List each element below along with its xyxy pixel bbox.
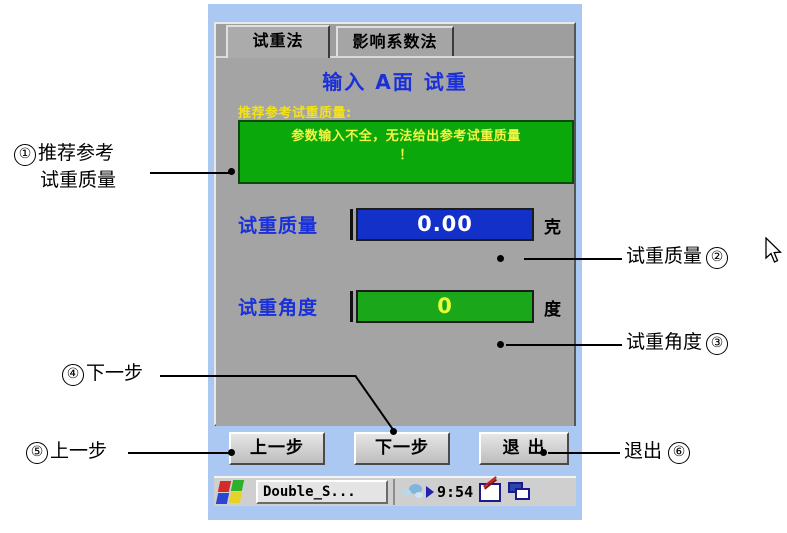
pda-device: 试重法 影响系数法 输入 A面 试重 推荐参考试重质量: 参数输入不全，无法给出… — [208, 4, 782, 520]
input-panel-pen-icon[interactable] — [479, 475, 502, 502]
windows-flag-icon-green — [230, 480, 245, 491]
page-title: 输入 A面 试重 — [322, 70, 468, 94]
tab-strip: 试重法 影响系数法 — [216, 24, 574, 58]
windows-flag-icon-blue — [215, 493, 230, 504]
media-cloud-icon[interactable] — [399, 482, 425, 502]
annotation-2-leader — [524, 258, 622, 260]
trial-weight-mass-label: 试重质量 — [238, 215, 319, 237]
tab-strip-divider — [216, 56, 574, 58]
annotation-6-dot — [540, 449, 547, 456]
recommend-message-line2: ！ — [399, 148, 413, 163]
annotation-3-text: 试重角度 — [626, 331, 703, 353]
annotation-2-dot — [497, 255, 504, 262]
annotation-3-number: ③ — [706, 333, 729, 355]
annotation-4-leader — [160, 375, 356, 377]
next-step-button[interactable]: 下一步 — [354, 432, 450, 465]
trial-weight-mass-caret — [350, 209, 353, 240]
trial-weight-angle-input[interactable]: 0 — [356, 290, 534, 323]
annotation-6-text: 退出 — [624, 440, 663, 462]
play-triangle-icon[interactable] — [426, 486, 434, 498]
start-button[interactable] — [215, 479, 250, 505]
taskbar-clock[interactable]: 9:54 — [437, 483, 474, 501]
annotation-5-leader — [128, 452, 231, 454]
taskbar: Double_S... 9:54 — [214, 475, 576, 506]
annotation-1-leader — [150, 172, 231, 174]
annotation-4-text: 下一步 — [86, 362, 144, 384]
trial-weight-angle-caret — [350, 291, 353, 322]
tab-influence-coefficient-method[interactable]: 影响系数法 — [336, 26, 454, 56]
tab-trial-weight-method[interactable]: 试重法 — [226, 25, 330, 58]
annotation-6-leader — [548, 452, 620, 454]
exit-button[interactable]: 退 出 — [479, 432, 569, 465]
windows-flag-icon-yellow — [228, 492, 243, 503]
annotation-5-text: 上一步 — [50, 440, 108, 462]
annotation-3-dot — [497, 341, 504, 348]
mouse-cursor — [765, 237, 782, 263]
system-tray: 9:54 — [393, 475, 576, 505]
annotation-6-number: ⑥ — [668, 442, 691, 464]
cascade-windows-icon[interactable] — [508, 482, 532, 502]
field-row-trial-weight-mass: 试重质量 0.00 克 — [238, 208, 574, 242]
annotation-1-number: ① — [14, 144, 36, 166]
annotation-5-dot — [228, 449, 235, 456]
recommend-message-line1: 参数输入不全，无法给出参考试重质量 — [291, 129, 521, 144]
annotation-2-text: 试重质量 — [626, 245, 703, 267]
annotation-1-line1: 推荐参考 — [38, 142, 115, 164]
annotation-1-dot — [228, 168, 235, 175]
trial-weight-angle-unit: 度 — [544, 300, 561, 320]
annotation-4-dot — [390, 428, 397, 435]
field-row-trial-weight-angle: 试重角度 0 度 — [238, 290, 574, 324]
recommend-message-box: 参数输入不全，无法给出参考试重质量 ！ — [238, 120, 574, 184]
annotation-2-number: ② — [706, 247, 729, 269]
trial-weight-mass-input[interactable]: 0.00 — [356, 208, 534, 241]
button-bar: 上一步 下一步 退 出 — [214, 428, 576, 472]
annotation-1-line2: 试重质量 — [40, 169, 117, 191]
windows-flag-icon — [217, 481, 232, 492]
taskbar-task-button[interactable]: Double_S... — [256, 480, 388, 504]
trial-weight-angle-label: 试重角度 — [238, 297, 319, 319]
annotation-4-number: ④ — [62, 364, 84, 386]
annotation-5-number: ⑤ — [26, 442, 48, 464]
recommend-mass-label: 推荐参考试重质量: — [238, 106, 352, 121]
application-window: 试重法 影响系数法 输入 A面 试重 推荐参考试重质量: 参数输入不全，无法给出… — [214, 22, 576, 426]
tab-page-content: 输入 A面 试重 推荐参考试重质量: 参数输入不全，无法给出参考试重质量 ！ 试… — [216, 58, 574, 426]
previous-step-button[interactable]: 上一步 — [229, 432, 325, 465]
annotation-3-leader — [506, 344, 622, 346]
trial-weight-mass-unit: 克 — [544, 218, 561, 238]
